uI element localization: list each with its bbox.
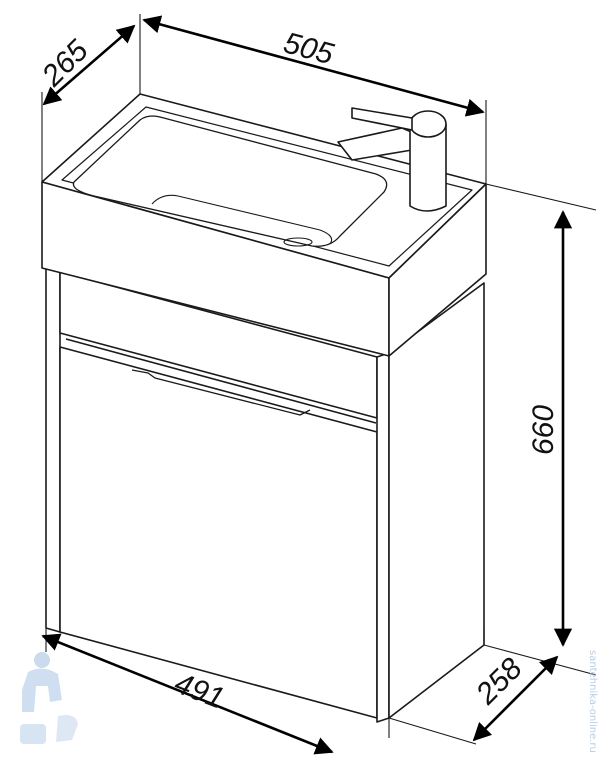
door-handle [131, 369, 311, 416]
dimension-arrows [41, 15, 573, 755]
basin-right-face [388, 183, 487, 357]
label-top-depth: 265 [35, 34, 95, 94]
faucet-cap [409, 110, 447, 138]
dim-line-top-width [142, 15, 485, 117]
cabinet-right-side [376, 352, 390, 723]
cabinet-right-depth [388, 282, 485, 719]
watermark-text: santehnika-online.ru [587, 650, 598, 753]
faucet-body [409, 123, 447, 212]
watermark-logo [20, 652, 78, 744]
drain-icon [283, 237, 313, 247]
faucet-lever [351, 107, 413, 131]
label-top-width: 505 [280, 26, 337, 71]
basin [41, 93, 487, 357]
door-top-edge [65, 338, 377, 424]
basin-bowl-floor [151, 194, 333, 245]
label-bottom-depth: 258 [469, 652, 529, 712]
dim-line-bottom-depth [472, 655, 559, 742]
cabinet [45, 268, 485, 723]
label-height: 660 [527, 405, 560, 455]
dim-line-top-depth [42, 24, 136, 106]
faucet-spout [337, 127, 417, 161]
cabinet-left-side [45, 268, 61, 633]
dim-line-bottom-width [41, 633, 334, 755]
